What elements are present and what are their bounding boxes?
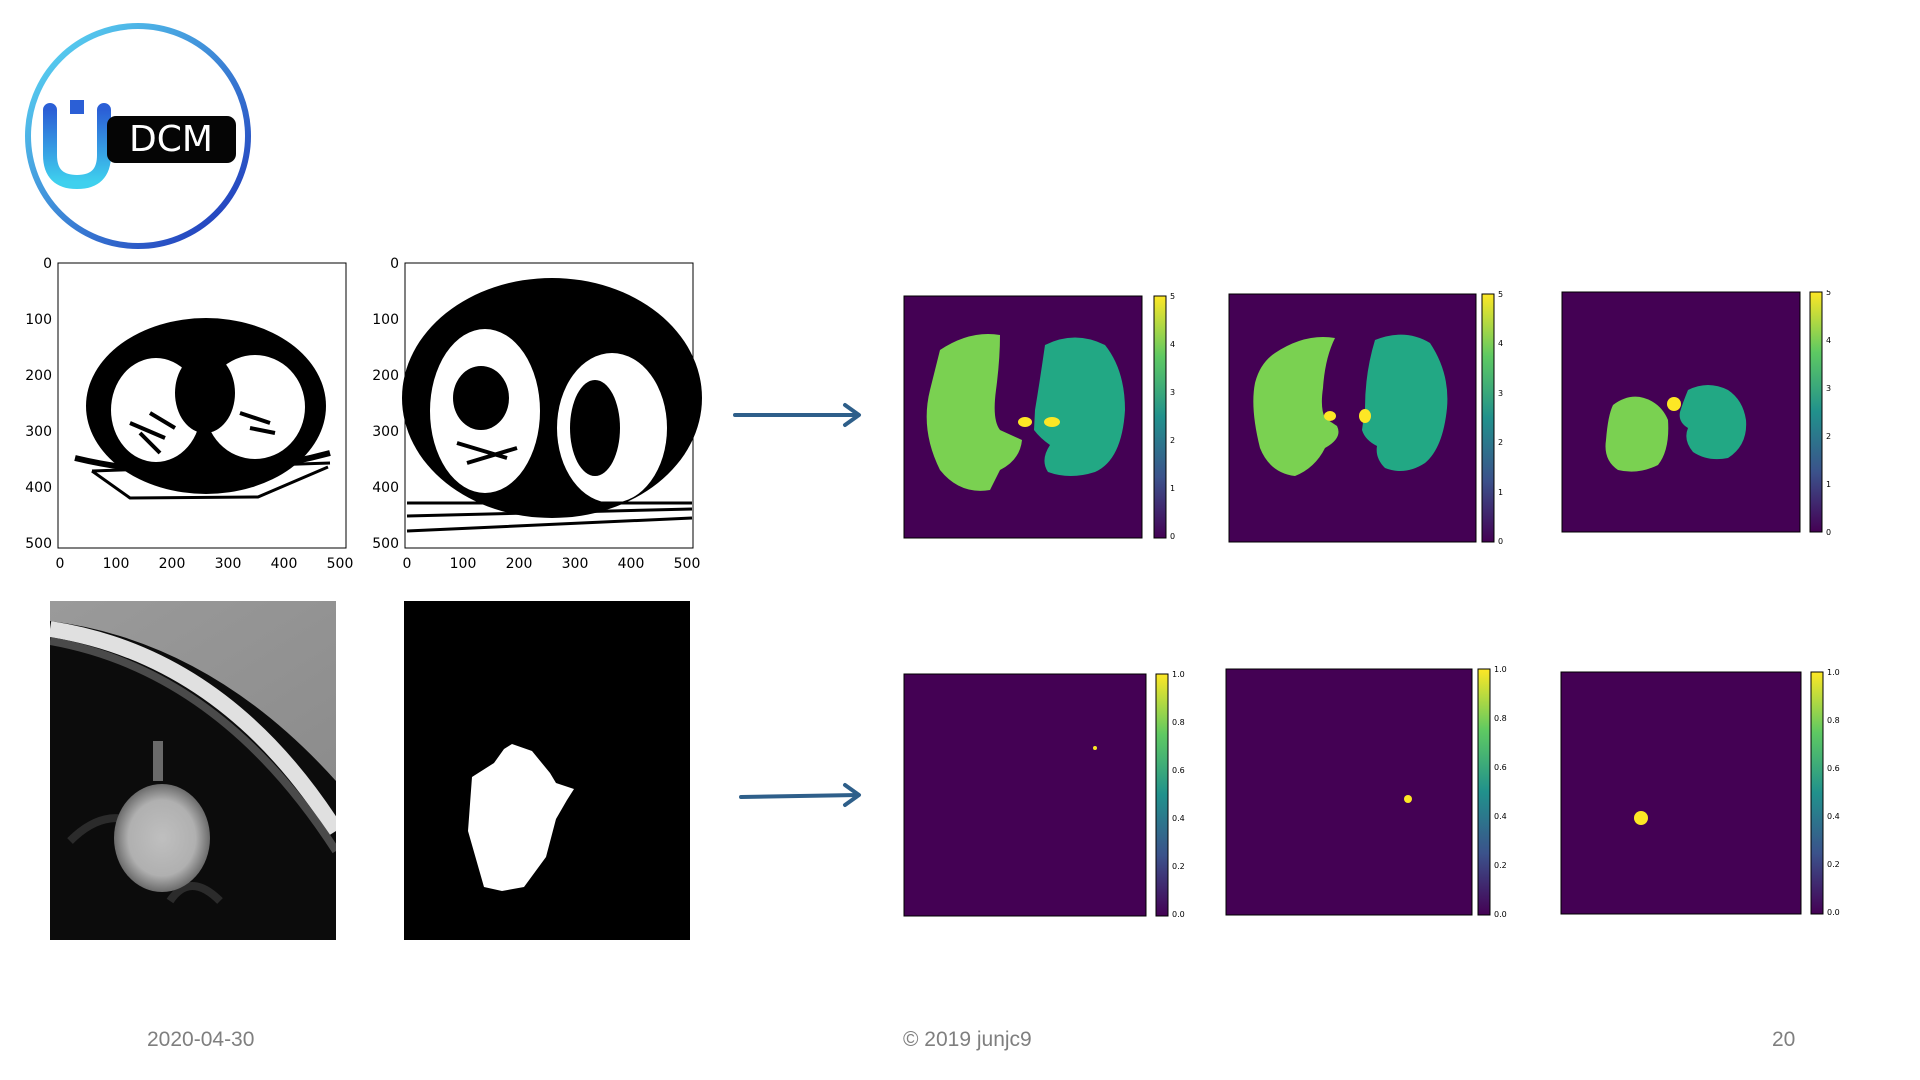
colorbar-tick-label: 2 — [1170, 436, 1175, 445]
udcm-logo: DCM — [20, 20, 256, 256]
y-tick-label: 0 — [43, 256, 52, 272]
colorbar-tick-label: 0.6 — [1827, 764, 1840, 773]
lung-segmentation-plot-2: 5 4 3 2 1 0 — [1225, 288, 1525, 548]
x-tick-label: 500 — [674, 556, 701, 572]
colorbar-tick-label: 1.0 — [1494, 665, 1507, 674]
y-tick-label: 0 — [390, 256, 399, 272]
colorbar-tick-label: 0.6 — [1494, 763, 1507, 772]
x-tick-label: 500 — [327, 556, 354, 572]
y-tick-label: 400 — [25, 480, 52, 496]
arrow-icon — [739, 781, 865, 811]
x-tick-label: 100 — [103, 556, 130, 572]
colorbar-tick-label: 3 — [1826, 384, 1831, 393]
y-tick-label: 300 — [25, 424, 52, 440]
nodule-binary-mask — [404, 601, 690, 940]
y-tick-label: 500 — [25, 536, 52, 552]
y-tick-label: 300 — [372, 424, 399, 440]
logo-text: DCM — [129, 119, 213, 160]
colorbar-tick-label: 5 — [1170, 292, 1175, 301]
colorbar-tick-label: 3 — [1498, 389, 1503, 398]
colorbar-tick-label: 5 — [1826, 290, 1831, 297]
colorbar-tick-label: 1 — [1170, 484, 1175, 493]
colorbar-tick-label: 0.6 — [1172, 766, 1185, 775]
x-tick-label: 0 — [403, 556, 412, 572]
colorbar-tick-label: 0.2 — [1827, 860, 1840, 869]
y-tick-label: 100 — [372, 312, 399, 328]
colorbar-tick-label: 0.2 — [1172, 862, 1185, 871]
nodule-segmentation-plot-2: 1.0 0.8 0.6 0.4 0.2 0.0 — [1222, 665, 1522, 925]
colorbar-tick-label: 0.4 — [1494, 812, 1507, 821]
page-number: 20 — [1772, 1028, 1796, 1051]
x-tick-label: 0 — [56, 556, 65, 572]
footer-copyright: © 2019 junjc9 — [903, 1028, 1032, 1051]
colorbar-tick-label: 1 — [1826, 480, 1831, 489]
lung-segmentation-plot-1: 5 4 3 2 1 0 — [900, 290, 1200, 544]
colorbar-tick-label: 0.8 — [1494, 714, 1507, 723]
nodule-segmentation-plot-1: 1.0 0.8 0.6 0.4 0.2 0.0 — [900, 670, 1200, 925]
x-tick-label: 300 — [562, 556, 589, 572]
colorbar-tick-label: 0.0 — [1172, 910, 1185, 919]
y-tick-label: 200 — [25, 368, 52, 384]
plot-1-image — [58, 263, 346, 548]
colorbar-tick-label: 4 — [1826, 336, 1831, 345]
x-tick-label: 100 — [450, 556, 477, 572]
y-tick-label: 100 — [25, 312, 52, 328]
colorbar-tick-label: 0 — [1498, 537, 1503, 546]
colorbar-tick-label: 0.2 — [1494, 861, 1507, 870]
colorbar-tick-label: 1.0 — [1827, 668, 1840, 677]
colorbar-tick-label: 0.0 — [1827, 908, 1840, 917]
colorbar-tick-label: 4 — [1498, 339, 1503, 348]
y-tick-label: 500 — [372, 536, 399, 552]
footer-date: 2020-04-30 — [147, 1028, 255, 1051]
colorbar-tick-label: 0.0 — [1494, 910, 1507, 919]
colorbar-tick-label: 0.4 — [1827, 812, 1840, 821]
binary-ct-plot-1: 0 100 200 300 400 500 0 100 200 300 400 … — [0, 253, 360, 573]
colorbar-tick-label: 5 — [1498, 290, 1503, 299]
x-tick-label: 200 — [159, 556, 186, 572]
nodule-ct-crop — [50, 601, 336, 940]
arrow-icon — [733, 400, 865, 430]
colorbar-tick-label: 2 — [1826, 432, 1831, 441]
x-tick-label: 400 — [271, 556, 298, 572]
x-tick-label: 300 — [215, 556, 242, 572]
colorbar-tick-label: 0.8 — [1827, 716, 1840, 725]
colorbar-tick-label: 3 — [1170, 388, 1175, 397]
plot-2-image — [402, 263, 702, 548]
colorbar-tick-label: 4 — [1170, 340, 1175, 349]
colorbar-tick-label: 1.0 — [1172, 670, 1185, 679]
y-tick-label: 200 — [372, 368, 399, 384]
colorbar-tick-label: 0 — [1170, 532, 1175, 541]
colorbar-tick-label: 0.8 — [1172, 718, 1185, 727]
lung-segmentation-plot-3: 5 4 3 2 1 0 — [1558, 290, 1858, 540]
x-tick-label: 400 — [618, 556, 645, 572]
colorbar-tick-label: 0.4 — [1172, 814, 1185, 823]
x-tick-label: 200 — [506, 556, 533, 572]
colorbar-tick-label: 0 — [1826, 528, 1831, 537]
nodule-segmentation-plot-3: 1.0 0.8 0.6 0.4 0.2 0.0 — [1557, 668, 1857, 923]
y-tick-label: 400 — [372, 480, 399, 496]
binary-ct-plot-2: 0 100 200 300 400 500 0 100 200 300 400 … — [347, 253, 707, 573]
colorbar-tick-label: 1 — [1498, 488, 1503, 497]
colorbar-tick-label: 2 — [1498, 438, 1503, 447]
